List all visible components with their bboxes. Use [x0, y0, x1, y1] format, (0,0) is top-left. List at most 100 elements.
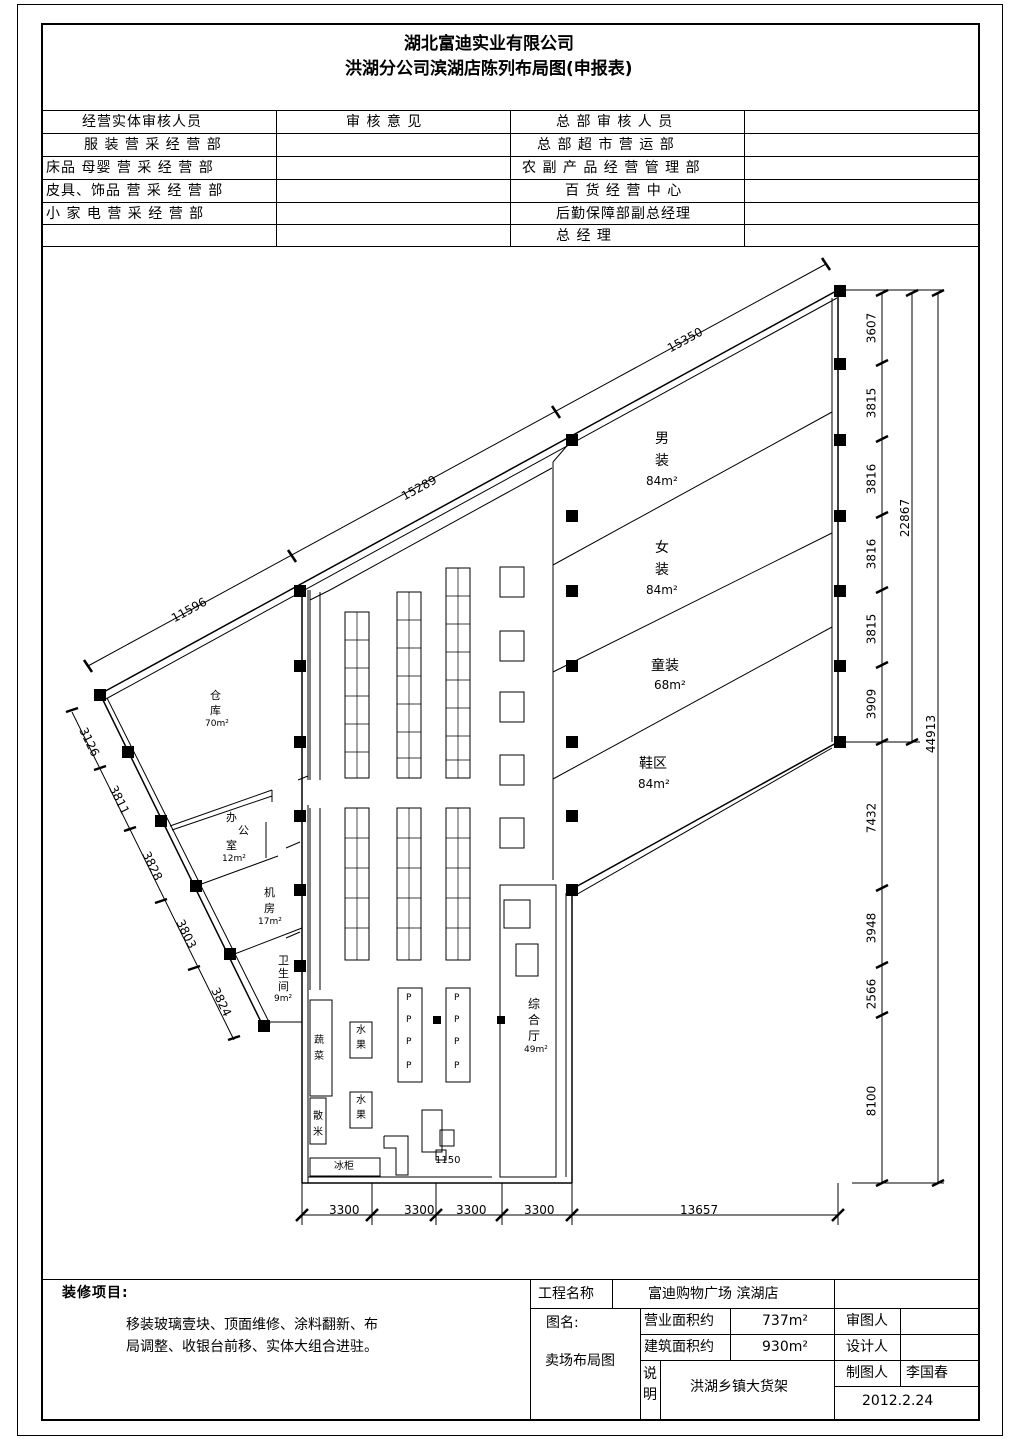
- drawing-value: 卖场布局图: [545, 1353, 615, 1369]
- hall-area: 49m²: [524, 1045, 548, 1055]
- promo-label: P: [406, 993, 412, 1003]
- drawing-label: 图名:: [546, 1315, 579, 1331]
- footer-table: [530, 1279, 980, 1421]
- footer-line: [530, 1308, 980, 1309]
- footer-line: [640, 1360, 980, 1361]
- footer-vline: [730, 1308, 731, 1360]
- dim-label: 3815: [864, 613, 879, 645]
- rice-label: 米: [313, 1127, 323, 1138]
- dim-label: 7432: [864, 802, 879, 834]
- dim-label: 3300: [329, 1203, 360, 1217]
- hall-label: 厅: [528, 1029, 541, 1043]
- table-cell: 皮具、饰品 营 采 经 营 部: [46, 183, 224, 199]
- outer-border: [17, 4, 1003, 1436]
- fruit-label: 水: [356, 1095, 366, 1106]
- promo-label: P: [454, 1037, 460, 1047]
- office-label: 室: [226, 839, 237, 852]
- zone-men-label: 男: [655, 431, 669, 447]
- table-line: [41, 202, 980, 203]
- dim-label: 3815: [864, 387, 879, 419]
- toilet-area: 9m²: [274, 994, 293, 1004]
- zone-women-area: 84m²: [646, 583, 678, 597]
- office-label: 公: [238, 824, 249, 837]
- page-title: 洪湖分公司滨湖店陈列布局图(申报表): [345, 59, 633, 79]
- table-line: [41, 156, 980, 157]
- deco-title: 装修项目:: [62, 1285, 129, 1301]
- table-cell: 农 副 产 品 经 营 管 理 部: [522, 160, 701, 176]
- biz-area-value: 737m²: [762, 1313, 808, 1329]
- table-cell: 后勤保障部副总经理: [556, 206, 691, 222]
- office-label: 办: [226, 811, 237, 824]
- footer-vline: [834, 1279, 835, 1421]
- dim-label: 3607: [864, 312, 879, 344]
- promo-label: P: [454, 1061, 460, 1071]
- warehouse-label: 库: [210, 704, 221, 717]
- note-value: 洪湖乡镇大货架: [690, 1379, 788, 1395]
- veg-label: 菜: [314, 1051, 324, 1062]
- freezer-label: 冰柜: [334, 1161, 354, 1172]
- zone-shoes-label: 鞋区: [639, 756, 667, 772]
- dim-label: 3816: [864, 538, 879, 570]
- deco-text: 局调整、收银台前移、实体大组合进驻。: [126, 1339, 378, 1355]
- table-cell: 服 装 营 采 经 营 部: [84, 137, 222, 153]
- promo-label: P: [406, 1015, 412, 1025]
- dim-label: 3909: [864, 688, 879, 720]
- designer-label: 设计人: [846, 1339, 888, 1355]
- footer-line: [640, 1334, 980, 1335]
- table-cell: 总 经 理: [556, 228, 612, 244]
- footer-top-line: [41, 1279, 980, 1280]
- veg-label: 蔬: [314, 1035, 324, 1046]
- hall-label: 综: [528, 997, 541, 1011]
- zone-kids-label: 童装: [651, 658, 679, 674]
- cashier-size-label: 1150: [435, 1155, 461, 1166]
- table-divider: [744, 110, 745, 247]
- biz-area-label: 营业面积约: [644, 1313, 714, 1329]
- inner-border: [41, 23, 980, 1421]
- dim-label: 8100: [864, 1085, 879, 1117]
- dim-label: 2566: [864, 978, 879, 1010]
- footer-line: [834, 1386, 980, 1387]
- footer-vline: [640, 1308, 641, 1421]
- table-cell: 审 核 意 见: [346, 114, 423, 130]
- reviewer-label: 审图人: [846, 1313, 888, 1329]
- warehouse-label: 仓: [210, 689, 221, 702]
- zone-men-area: 84m²: [646, 474, 678, 488]
- table-cell: 总 部 超 市 营 运 部: [537, 137, 675, 153]
- table-line: [41, 133, 980, 134]
- zone-men-label: 装: [655, 453, 669, 469]
- fruit-label: 水: [356, 1025, 366, 1036]
- machine-room-label: 机: [264, 886, 275, 899]
- build-area-label: 建筑面积约: [644, 1339, 714, 1355]
- dim-label: 22867: [898, 498, 913, 538]
- toilet-label: 间: [278, 980, 289, 993]
- table-cell: 经营实体审核人员: [82, 114, 202, 130]
- dim-label: 3948: [864, 912, 879, 944]
- promo-label: P: [406, 1037, 412, 1047]
- hall-label: 合: [528, 1013, 541, 1027]
- zone-women-label: 装: [655, 562, 669, 578]
- table-cell: 床品 母婴 营 采 经 营 部: [46, 160, 214, 176]
- drafter-value: 李国春: [906, 1365, 948, 1381]
- project-value: 富迪购物广场 滨湖店: [648, 1286, 779, 1302]
- table-line: [41, 224, 980, 225]
- date: 2012.2.24: [862, 1393, 934, 1409]
- table-cell: 百 货 经 营 中 心: [565, 183, 683, 199]
- table-cell: 小 家 电 营 采 经 营 部: [46, 206, 205, 222]
- rice-label: 散: [313, 1111, 323, 1122]
- dim-label: 3300: [456, 1203, 487, 1217]
- fruit-label: 果: [356, 1040, 366, 1051]
- footer-vline: [900, 1308, 901, 1386]
- zone-shoes-area: 84m²: [638, 777, 670, 791]
- table-cell: 总 部 审 核 人 员: [556, 114, 674, 130]
- toilet-label: 生: [278, 967, 289, 980]
- fruit-label: 果: [356, 1110, 366, 1121]
- note-label: 说: [643, 1366, 657, 1382]
- zone-kids-area: 68m²: [654, 678, 686, 692]
- table-divider: [276, 110, 277, 247]
- dim-label: 3816: [864, 463, 879, 495]
- note-label: 明: [643, 1387, 657, 1403]
- table-line: [41, 179, 980, 180]
- dim-label: 3300: [404, 1203, 435, 1217]
- promo-label: P: [454, 993, 460, 1003]
- machine-room-label: 房: [264, 902, 275, 915]
